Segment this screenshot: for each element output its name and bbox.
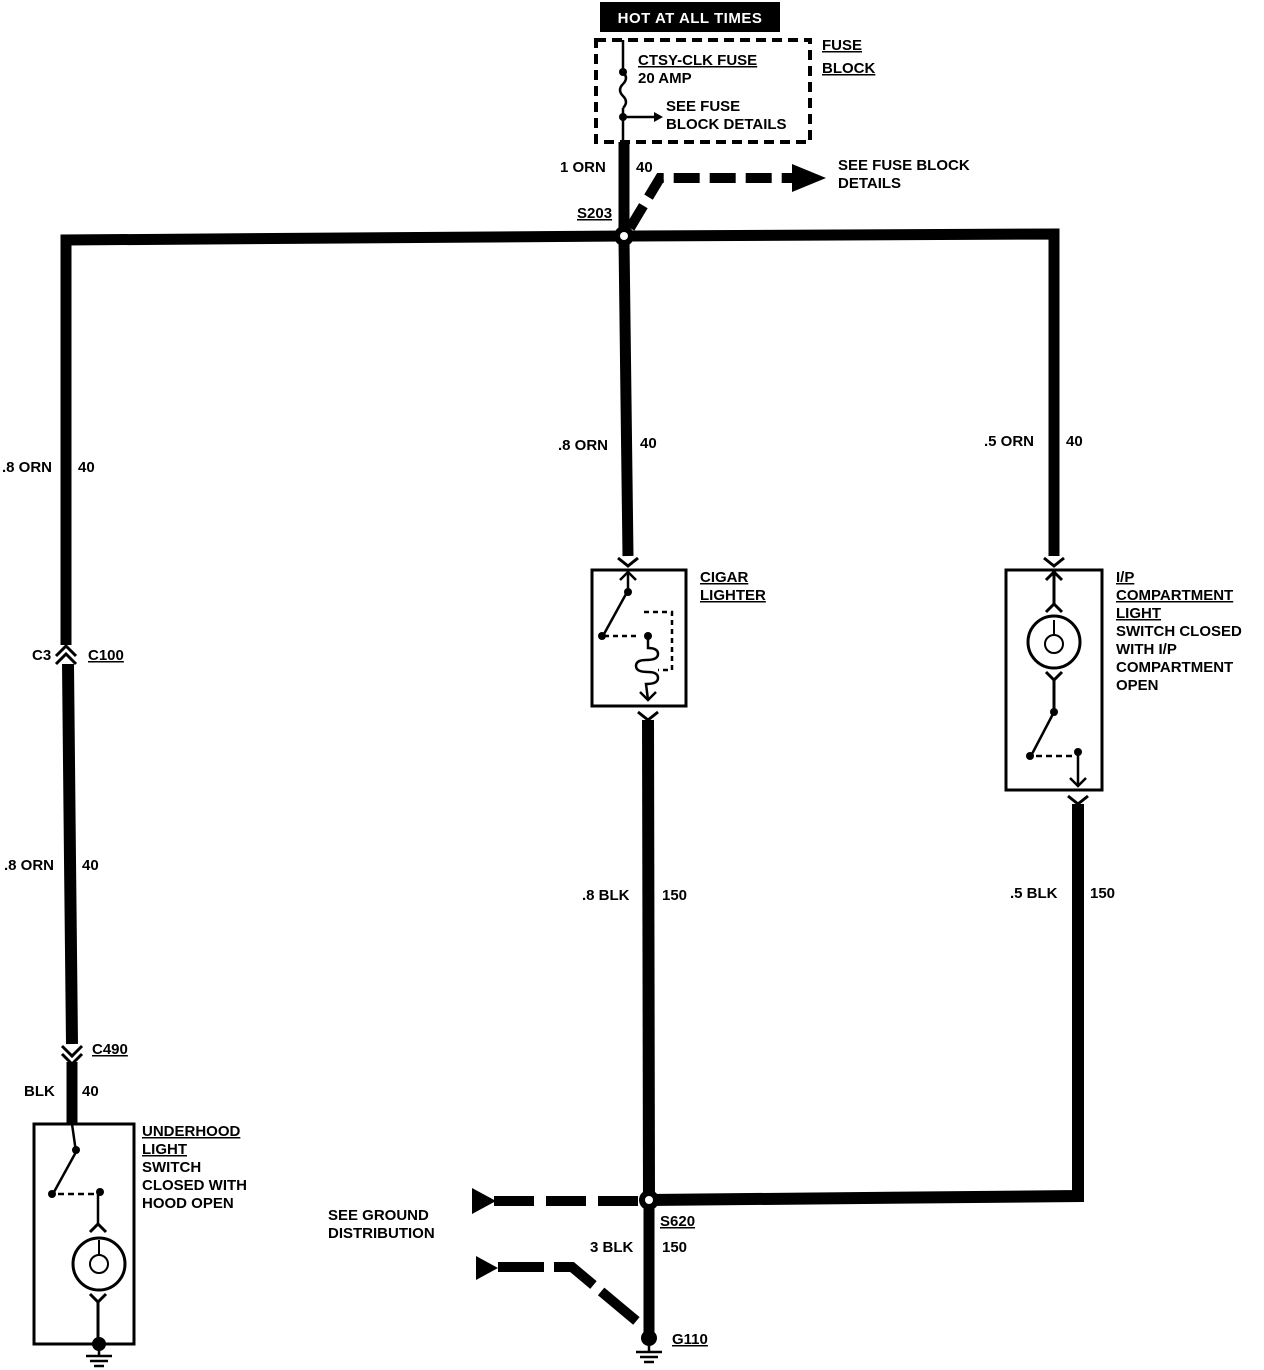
- see-fuse-block-2: DETAILS: [838, 175, 901, 192]
- underhood-label-4: CLOSED WITH: [142, 1177, 247, 1194]
- cigar-lighter-box: [590, 568, 688, 708]
- connector-c100-icon: [54, 643, 78, 666]
- c490-name: C490: [92, 1041, 128, 1058]
- fuse-details-dashed-wire: [625, 173, 795, 231]
- center-wire-1: [618, 239, 634, 557]
- top-bus-wire: [60, 228, 1060, 556]
- underhood-switch-icon: [52, 1123, 100, 1224]
- ip-label-1: I/P: [1116, 569, 1134, 586]
- c100-name: C100: [88, 647, 124, 664]
- ground-wire-color: 3 BLK: [590, 1239, 634, 1256]
- left-wire1-color: .8 ORN: [2, 459, 52, 476]
- underhood-label-1: UNDERHOOD: [142, 1123, 241, 1140]
- underhood-bulb-icon: [71, 1221, 127, 1340]
- cigar-out-connector-icon: [637, 710, 659, 722]
- underhood-light-box: [32, 1122, 136, 1346]
- underhood-label-3: SWITCH: [142, 1159, 201, 1176]
- ground-distribution-arrow-icon: [472, 1188, 496, 1214]
- fuse-block-name-1: FUSE: [822, 37, 862, 54]
- center-wire1-circuit: 40: [640, 435, 657, 452]
- fuse-node-bottom: [619, 113, 627, 121]
- ip-label-6: COMPARTMENT: [1116, 659, 1233, 676]
- right-wire1-circuit: 40: [1066, 433, 1083, 450]
- left-wire3-circuit: 40: [82, 1083, 99, 1100]
- ip-label-7: OPEN: [1116, 677, 1159, 694]
- ground-second-dashed-wire: [498, 1262, 644, 1328]
- fuse-node-top: [619, 68, 627, 76]
- cigar-label-2: LIGHTER: [700, 587, 766, 604]
- right-wire2-color: .5 BLK: [1010, 885, 1058, 902]
- see-ground-2: DISTRIBUTION: [328, 1225, 435, 1242]
- left-wire3-color: BLK: [24, 1083, 55, 1100]
- right-wire2-circuit: 150: [1090, 885, 1115, 902]
- left-wire2-color: .8 ORN: [4, 857, 54, 874]
- connector-c490-icon: [60, 1044, 84, 1067]
- left-wire-2: [62, 663, 78, 1045]
- fuse-rating: 20 AMP: [638, 70, 692, 87]
- underhood-ground-icon: [86, 1350, 112, 1368]
- fuse-details-2: BLOCK DETAILS: [666, 116, 787, 133]
- right-wire-2: [648, 804, 1084, 1206]
- see-fuse-block-1: SEE FUSE BLOCK: [838, 157, 970, 174]
- center-wire2-color: .8 BLK: [582, 887, 630, 904]
- ip-out-connector-icon: [1067, 794, 1089, 806]
- g110-label: G110: [672, 1331, 708, 1348]
- splice-s203-label: S203: [577, 205, 612, 222]
- center-wire-2: [642, 719, 655, 1201]
- g110-ground-node: [641, 1330, 657, 1346]
- cigar-lighter-icon: [602, 570, 674, 702]
- ip-switch-icon: [1030, 711, 1087, 788]
- fuse-details-1: SEE FUSE: [666, 98, 740, 115]
- underhood-label-5: HOOD OPEN: [142, 1195, 234, 1212]
- cigar-in-connector-icon: [617, 556, 639, 568]
- fuse-details-big-arrow-icon: [792, 164, 826, 192]
- fuse-block-outline: [594, 38, 812, 144]
- ip-label-4: SWITCH CLOSED: [1116, 623, 1242, 640]
- fuse-output-circuit: 40: [636, 159, 653, 176]
- fuse-name: CTSY-CLK FUSE: [638, 52, 757, 69]
- hot-at-all-times-banner: HOT AT ALL TIMES: [600, 2, 780, 32]
- ip-label-5: WITH I/P: [1116, 641, 1177, 658]
- see-ground-1: SEE GROUND: [328, 1207, 429, 1224]
- g110-ground-icon: [636, 1346, 662, 1364]
- cigar-label-1: CIGAR: [700, 569, 749, 586]
- splice-s620-label: S620: [660, 1213, 695, 1230]
- center-wire2-circuit: 150: [662, 887, 687, 904]
- underhood-ground-node: [92, 1337, 106, 1351]
- ground-wire-circuit: 150: [662, 1239, 687, 1256]
- ground-second-arrow-icon: [476, 1256, 498, 1280]
- fuse-details-arrow-icon: [654, 112, 663, 122]
- underhood-label-2: LIGHT: [142, 1141, 187, 1158]
- fuse-block-name-2: BLOCK: [822, 60, 875, 77]
- hot-label: HOT AT ALL TIMES: [618, 10, 763, 27]
- ip-label-3: LIGHT: [1116, 605, 1161, 622]
- ip-in-connector-icon: [1043, 556, 1065, 568]
- ip-label-2: COMPARTMENT: [1116, 587, 1233, 604]
- center-wire1-color: .8 ORN: [558, 437, 608, 454]
- ip-bulb-icon: [1026, 569, 1082, 712]
- right-wire1-color: .5 ORN: [984, 433, 1034, 450]
- left-wire2-circuit: 40: [82, 857, 99, 874]
- fuse-output-color: 1 ORN: [560, 159, 606, 176]
- c100-pin: C3: [32, 647, 51, 664]
- left-wire1-circuit: 40: [78, 459, 95, 476]
